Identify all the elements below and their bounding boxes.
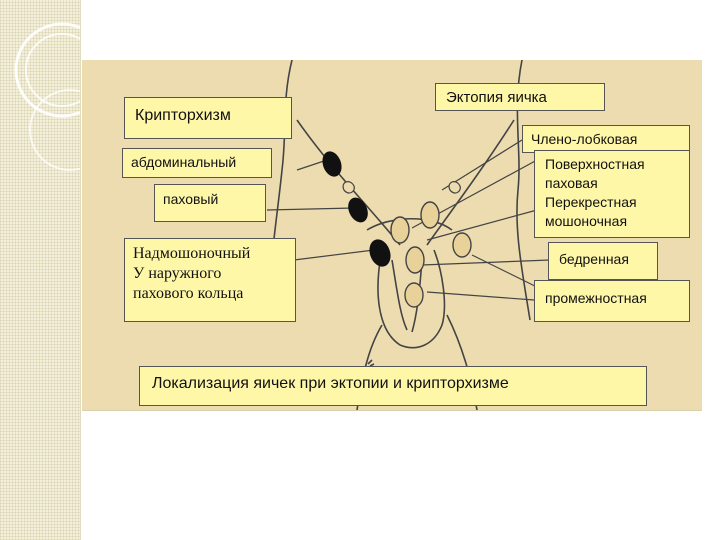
label-inguinal: паховый xyxy=(154,184,266,222)
label-suprascrotal: Надмошоночный У наружного пахового кольц… xyxy=(124,238,296,322)
ectopic-testes-markers xyxy=(390,201,472,308)
cryptorchidism-header: Крипторхизм xyxy=(124,97,292,139)
label-femoral: бедренная xyxy=(548,242,658,280)
figure-caption: Локализация яичек при эктопии и крипторх… xyxy=(139,366,647,406)
label-abdominal: абдоминальный xyxy=(122,148,272,178)
ectopia-header: Эктопия яичка xyxy=(435,83,605,111)
cryptorchid-testes-markers xyxy=(322,151,391,267)
label-superficial-inguinal: Поверхностная паховая Перекрестная мошон… xyxy=(534,150,690,238)
figure-bottom-rule xyxy=(82,410,702,411)
anatomy-figure: Крипторхизм абдоминальный паховый Надмош… xyxy=(82,60,702,410)
decorative-arcs xyxy=(14,22,80,171)
body-outline-drawing xyxy=(266,60,551,410)
label-perineal: промежностная xyxy=(534,280,690,322)
label-pubopenile: Члено-лобковая xyxy=(522,125,690,153)
